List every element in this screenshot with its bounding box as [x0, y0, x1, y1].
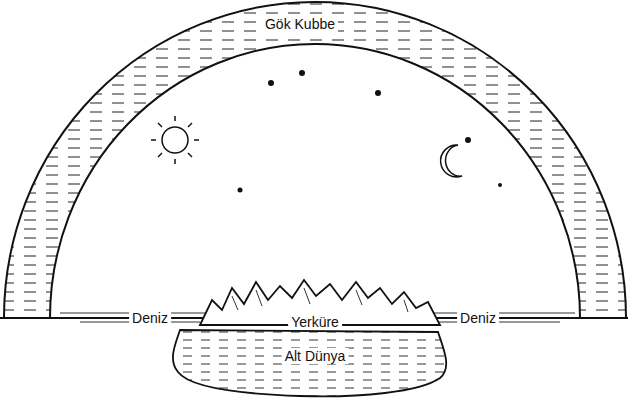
underworld-shape [173, 330, 446, 396]
sun-symbol [151, 116, 199, 164]
earth-label: Yerküre [288, 314, 342, 330]
underworld-label: Alt Dünya [282, 348, 349, 364]
moon-symbol [441, 145, 462, 177]
sky-dome [4, 2, 626, 318]
inner-sky [50, 44, 580, 318]
stars [238, 70, 503, 193]
dome-label: Gök Kubbe [262, 16, 338, 32]
mountain-shading [232, 288, 408, 312]
sea-label: Deniz [129, 310, 171, 326]
sea-label: Deniz [457, 310, 499, 326]
